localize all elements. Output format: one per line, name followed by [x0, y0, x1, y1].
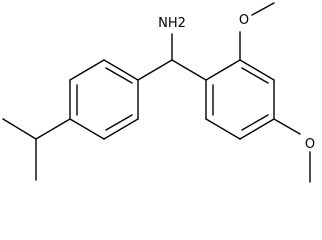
- ring-double-bond: [105, 67, 133, 84]
- center-to-left-ring-bond: [137, 59, 173, 81]
- aminomethyl-center: NH2: [137, 16, 207, 81]
- ring-double-bond: [241, 67, 269, 84]
- ring-bond: [205, 59, 241, 81]
- ring-bond: [103, 118, 139, 140]
- amine-label: NH2: [158, 16, 186, 31]
- methoxy-top-oxygen-label: O: [239, 13, 249, 28]
- ring-to-oxygen-bond: [273, 118, 301, 135]
- isopropyl-bond: [35, 118, 71, 140]
- isopropylphenyl-ring: [69, 59, 139, 140]
- ring-double-bond: [105, 114, 133, 131]
- oxygen-to-methyl-bond: [251, 2, 275, 16]
- ring-bond: [103, 59, 139, 81]
- isopropyl-group: [2, 118, 71, 181]
- center-to-right-ring-bond: [171, 59, 207, 81]
- methoxy-group-right: O: [273, 118, 315, 183]
- chemical-structure-diagram: NH2 O O: [2, 2, 315, 183]
- ring-bond: [69, 118, 105, 140]
- ring-double-bond: [241, 114, 269, 131]
- ring-bond: [239, 118, 275, 140]
- methoxy-group-top: O: [239, 2, 275, 61]
- ring-bond: [239, 59, 275, 81]
- ring-bond: [69, 59, 105, 81]
- ring-bond: [205, 118, 241, 140]
- isopropyl-bond: [2, 118, 37, 140]
- methoxy-right-oxygen-label: O: [305, 137, 315, 152]
- dimethoxyphenyl-ring: [205, 59, 275, 140]
